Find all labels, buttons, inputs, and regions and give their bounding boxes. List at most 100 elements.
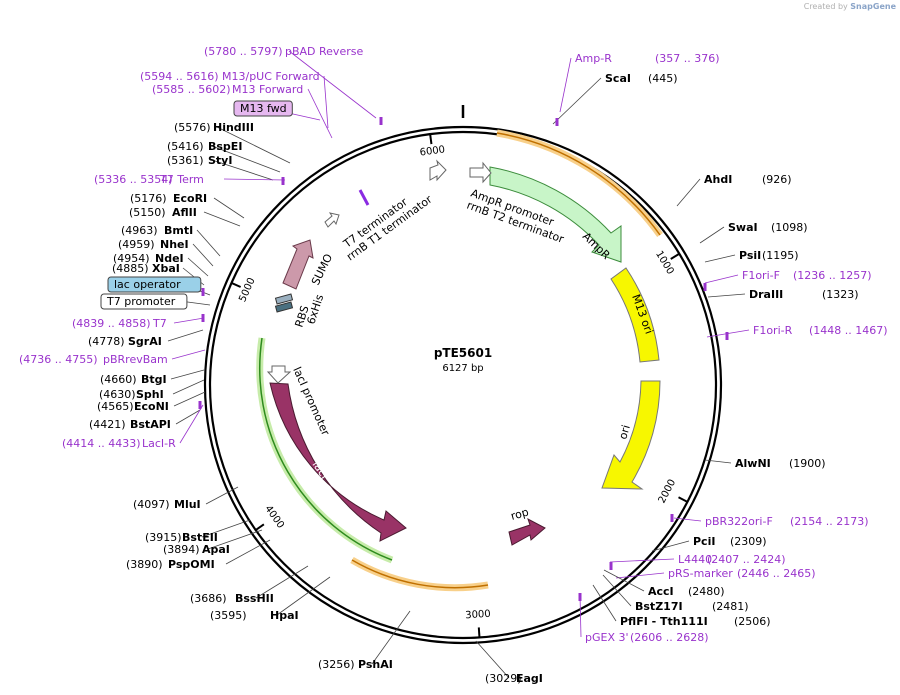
ampr-halo-inner	[496, 132, 661, 236]
site-name-right-16: pGEX 3'	[585, 631, 629, 644]
leader-line-left-9	[203, 211, 241, 227]
site-pos-left-30: (3256)	[318, 658, 355, 671]
tick-label-4000: 4000	[262, 504, 286, 531]
leader-line-left-12	[187, 257, 209, 277]
site-name-left-9: AflII	[172, 206, 197, 219]
site-name-right-10: PciI	[693, 535, 715, 548]
site-pos-right-7: (1448 .. 1467)	[809, 324, 888, 337]
leader-line-left-10	[196, 229, 221, 257]
label-ori: ori	[616, 423, 632, 440]
leader-line-left-31	[475, 640, 510, 679]
site-name-right-0: Amp-R	[575, 52, 612, 65]
site-pos-right-3: (1098)	[771, 221, 808, 234]
primer-site-marker-10	[703, 283, 707, 291]
site-name-right-8: AlwNI	[735, 457, 771, 470]
site-pos-right-14: (2481)	[712, 600, 749, 613]
feature-m13-ori	[610, 267, 660, 363]
site-pos-right-8: (1900)	[789, 457, 826, 470]
site-pos-left-23: (4414 .. 4433)	[62, 437, 141, 450]
leader-line-left-1	[323, 75, 329, 129]
site-name-right-2: AhdI	[704, 173, 732, 186]
leader-line-right-11	[609, 558, 675, 563]
site-pos-left-27: (3890)	[126, 558, 163, 571]
site-pos-left-22: (4421)	[89, 418, 126, 431]
site-name-left-31: EagI	[516, 672, 543, 685]
site-name-right-14: BstZ17I	[635, 600, 683, 613]
labels-left-group: (5780 .. 5797)pBAD Reverse(5594 .. 5616)…	[19, 45, 729, 685]
site-pos-left-11: (4959)	[118, 238, 155, 251]
primer-site-marker-3	[201, 288, 205, 296]
site-name-left-18: pBRrevBam	[103, 353, 168, 366]
features	[266, 105, 661, 546]
laci-halo-inner	[259, 337, 393, 561]
leader-line-right-12	[615, 572, 665, 579]
feature-rop	[508, 517, 546, 546]
leader-line-left-0	[288, 50, 377, 119]
leader-line-left-24	[205, 486, 239, 505]
site-pos-left-4: (5576)	[174, 121, 211, 134]
site-pos-left-21: (4565)	[97, 400, 134, 413]
tick-mark-6000	[429, 134, 433, 145]
leader-line-right-4	[704, 254, 736, 263]
site-name-left-5: BspEI	[208, 140, 242, 153]
label-rop: rop	[509, 505, 530, 522]
leader-line-left-17	[167, 329, 204, 342]
site-name-right-12: pRS-marker	[668, 567, 733, 580]
site-pos-left-13: (4885)	[112, 262, 149, 275]
leader-line-left-6	[211, 159, 274, 181]
tick-mark-5000	[231, 282, 242, 288]
feature-sumo	[282, 239, 314, 290]
tick-label-6000: 6000	[419, 144, 446, 158]
snapgene-credit: Created by SnapGene	[804, 2, 896, 11]
site-pos-left-18: (4736 .. 4755)	[19, 353, 98, 366]
site-pos-right-10: (2309)	[730, 535, 767, 548]
leader-line-right-16	[579, 594, 582, 638]
site-name-left-22: BstAPI	[130, 418, 171, 431]
leader-line-right-2	[676, 178, 701, 207]
site-pos-right-1: (445)	[648, 72, 678, 85]
backbone	[203, 125, 723, 645]
primer-site-marker-5	[198, 401, 202, 409]
site-name-left-7: T7 Term	[159, 173, 204, 186]
site-name-left-29: HpaI	[270, 609, 299, 622]
leader-line-left-8	[213, 197, 245, 219]
site-name-left-21: EcoNI	[134, 400, 169, 413]
leader-line-left-29	[276, 576, 331, 616]
label-box-left-14	[107, 276, 202, 293]
site-name-left-17: SgrAI	[128, 335, 162, 348]
leader-line-right-0	[559, 57, 572, 113]
leader-line-right-5	[704, 274, 739, 284]
feature-6xhis	[274, 293, 294, 305]
primer-site-marker-8	[578, 593, 582, 601]
tick-label-3000: 3000	[465, 609, 491, 622]
site-pos-left-8: (5176)	[130, 192, 167, 205]
site-name-left-10: BmtI	[164, 224, 193, 237]
site-name-right-5: F1ori-F	[742, 269, 780, 282]
site-name-right-7: F1ori-R	[753, 324, 793, 337]
site-pos-right-15: (2506)	[734, 615, 771, 628]
primer-site-marker-2	[281, 177, 285, 185]
primer-site-marker-1	[379, 117, 383, 125]
primer-site-marker-4	[201, 314, 205, 322]
m13-fwd-marker	[358, 189, 370, 206]
site-pos-left-19: (4660)	[100, 373, 137, 386]
site-name-right-11: L4440	[678, 553, 712, 566]
site-name-left-19: BtgI	[141, 373, 167, 386]
leader-line-right-14	[602, 574, 632, 607]
site-pos-left-5: (5416)	[167, 140, 204, 153]
site-name-right-4: PsiI	[739, 249, 761, 262]
site-pos-right-5: (1236 .. 1257)	[793, 269, 872, 282]
leader-line-left-21	[173, 391, 206, 407]
leader-line-left-26	[207, 529, 263, 550]
inner-labels: AmpR promoter rrnB T2 terminator T7 term…	[290, 187, 566, 438]
site-pos-right-9: (2154 .. 2173)	[790, 515, 869, 528]
tick-mark-1000	[670, 252, 680, 260]
tick-label-5000: 5000	[237, 276, 257, 304]
tick-mark-2000	[678, 496, 688, 503]
site-name-left-11: NheI	[160, 238, 189, 251]
site-pos-right-16: (2606 .. 2628)	[630, 631, 709, 644]
site-name-left-13: XbaI	[152, 262, 180, 275]
site-name-right-15: PflFI - Tth111I	[620, 615, 708, 628]
leader-line-right-8	[704, 459, 732, 464]
